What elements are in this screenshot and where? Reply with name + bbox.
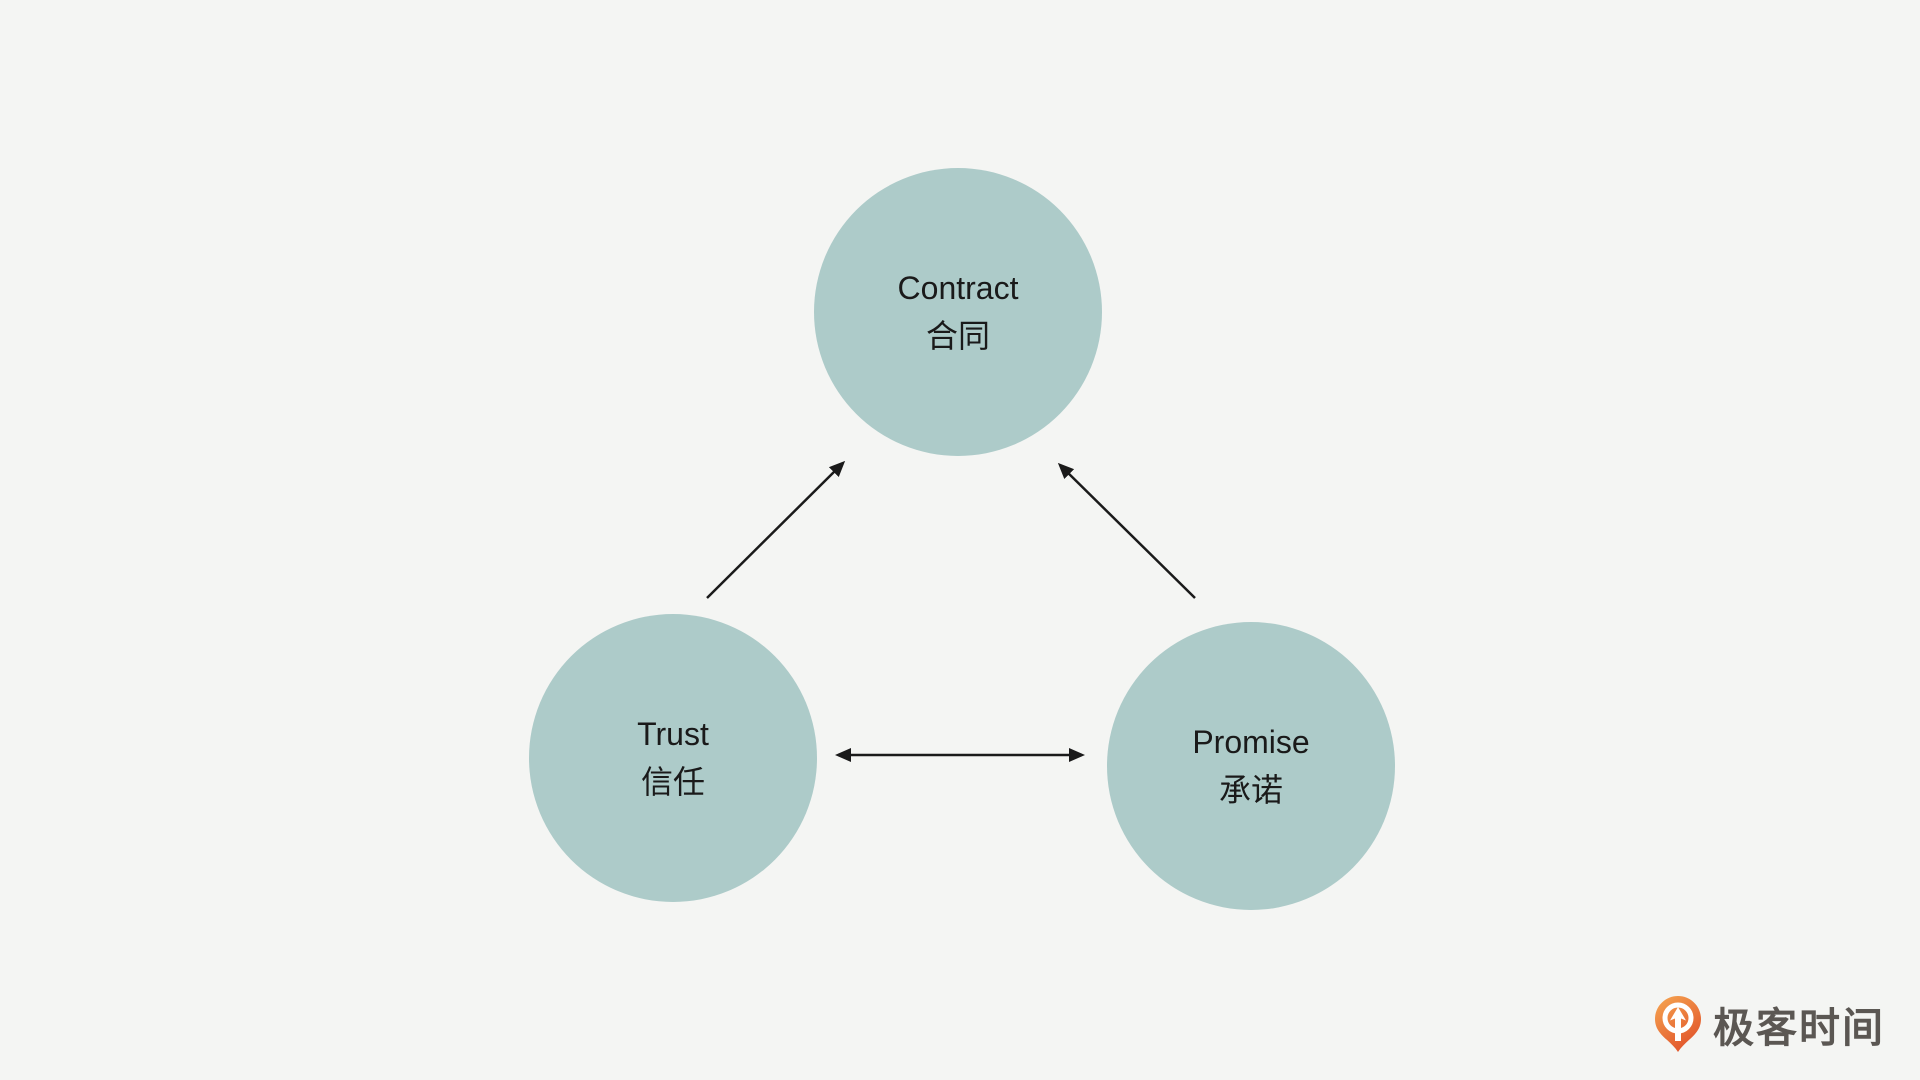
node-contract: Contract 合同 [814,168,1102,456]
node-contract-label-zh: 合同 [925,318,990,354]
node-promise-label-en: Promise [1192,724,1310,760]
geektime-logo: 极客时间 [1654,994,1885,1054]
arrow-trust-to-contract [706,460,846,599]
arrow-promise-to-contract [1057,462,1196,599]
node-trust-label-zh: 信任 [640,764,705,800]
node-trust: Trust 信任 [529,614,817,902]
node-promise-label-zh: 承诺 [1218,772,1283,808]
geektime-pin-icon [1655,996,1701,1052]
node-trust-label-en: Trust [637,716,709,752]
geektime-logo-text: 极客时间 [1713,1005,1885,1051]
node-promise: Promise 承诺 [1107,622,1395,910]
node-contract-label-en: Contract [897,270,1019,306]
